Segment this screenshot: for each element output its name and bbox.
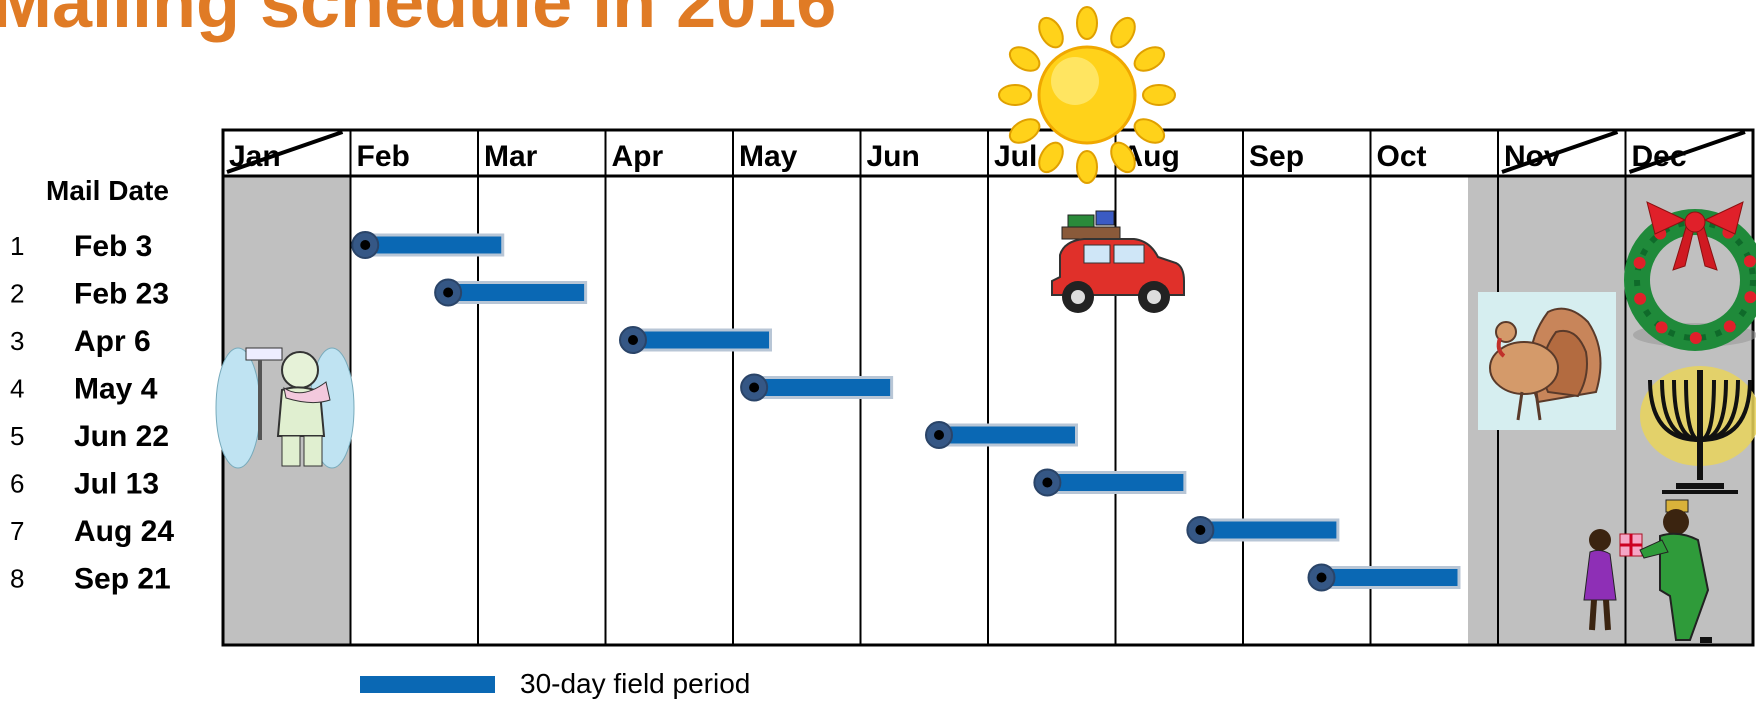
field-period-bar — [444, 281, 588, 304]
month-strike — [1501, 130, 1619, 174]
month-label-mar: Mar — [484, 140, 538, 173]
field-period-bar — [629, 328, 772, 352]
mailing-number: 4 — [10, 374, 24, 404]
field-period-bar — [1043, 471, 1187, 494]
mailing-date: Aug 24 — [74, 515, 174, 548]
mailing-number: 8 — [10, 564, 24, 594]
field-period-bar — [1318, 566, 1461, 589]
mailing-number: 6 — [10, 469, 24, 499]
mailing-number: 5 — [10, 421, 24, 451]
mailing-number: 3 — [10, 326, 24, 356]
mailing-date: Sep 21 — [74, 563, 171, 596]
field-period-bar — [935, 423, 1078, 447]
mailing-date: Feb 3 — [74, 230, 152, 263]
legend-swatch — [360, 676, 495, 693]
field-period-bar — [750, 376, 894, 399]
wreath-icon — [1624, 201, 1756, 351]
page-title: Mailing schedule in 2016 — [0, 0, 837, 43]
turkey-icon — [1478, 292, 1616, 430]
month-label-may: May — [739, 140, 798, 173]
month-label-apr: Apr — [612, 140, 664, 173]
mail-date-marker-center — [934, 430, 944, 440]
mailing-date: Feb 23 — [74, 278, 169, 311]
mail-date-marker-center — [749, 382, 760, 393]
mailing-number: 7 — [10, 516, 24, 546]
mail-date-marker-center — [1042, 477, 1053, 488]
field-period-bar — [361, 233, 505, 257]
month-label-feb: Feb — [357, 140, 410, 173]
mail-date-marker-center — [360, 240, 371, 250]
mail-date-marker-center — [1316, 572, 1327, 583]
mailing-number: 2 — [10, 279, 24, 309]
mailing-date: Jul 13 — [74, 468, 159, 501]
month-label-jul: Jul — [994, 140, 1037, 173]
field-period-bar — [1196, 518, 1340, 542]
month-label-jun: Jun — [867, 140, 920, 173]
mail-date-marker-center — [1195, 525, 1206, 535]
kwanzaa-gift-icon — [1583, 499, 1712, 643]
legend-label: 30-day field period — [520, 668, 751, 699]
mailing-date: Jun 22 — [74, 420, 169, 453]
month-label-oct: Oct — [1377, 140, 1427, 173]
snowman-icon — [215, 347, 355, 469]
mailing-number: 1 — [10, 231, 24, 261]
mailing-date: Apr 6 — [74, 325, 151, 358]
mail-date-marker-center — [628, 335, 638, 345]
month-strike — [226, 130, 344, 174]
mail-date-marker-center — [443, 287, 454, 298]
month-label-sep: Sep — [1249, 140, 1304, 173]
menorah-icon — [1640, 366, 1756, 494]
mail-date-header: Mail Date — [46, 175, 169, 206]
sun-icon — [998, 6, 1176, 184]
mailing-date: May 4 — [74, 373, 158, 406]
month-strike — [1628, 130, 1746, 174]
car-icon — [1051, 210, 1185, 313]
